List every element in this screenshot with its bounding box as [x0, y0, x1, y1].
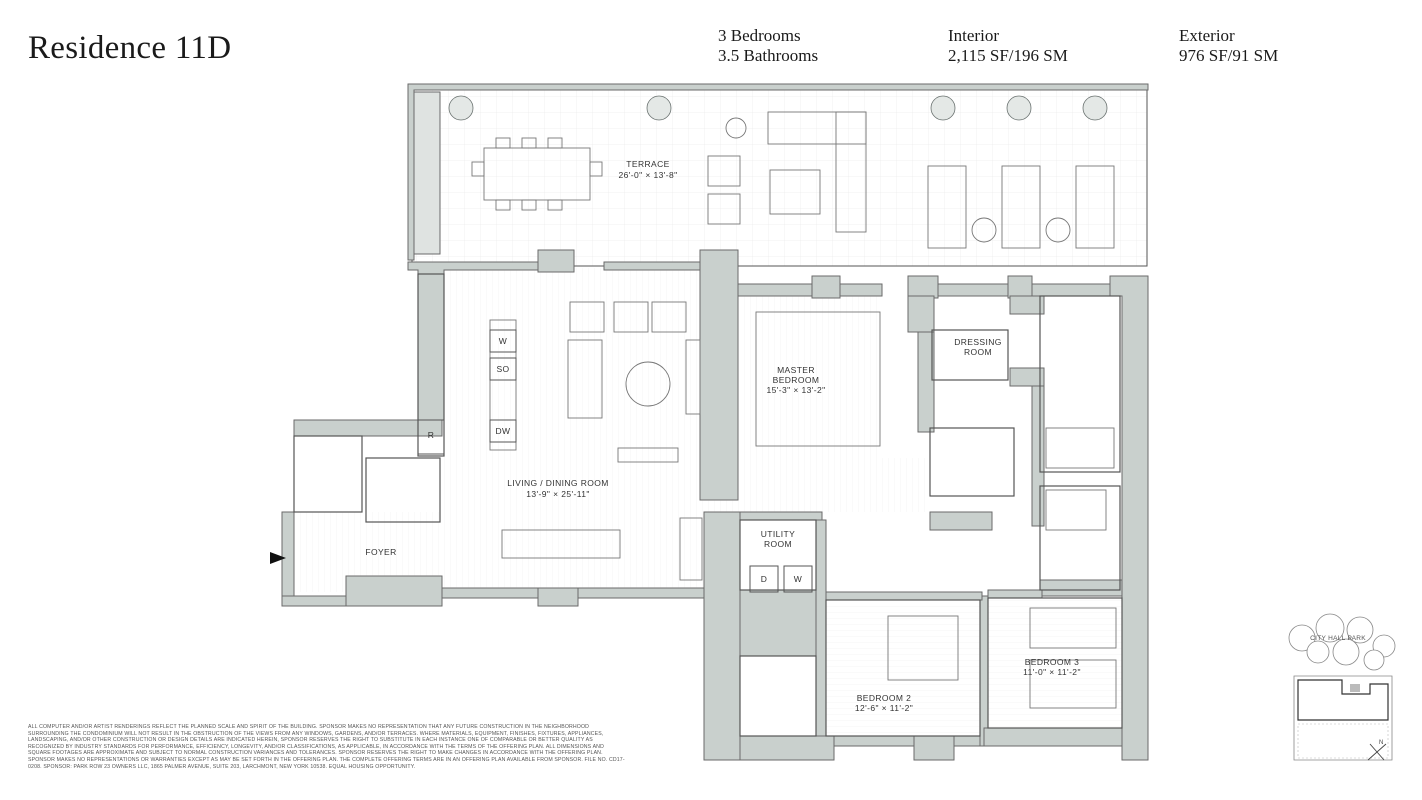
north-label: N: [1379, 740, 1383, 746]
dressing-name-1: DRESSING: [954, 337, 1002, 347]
master-floor: [736, 296, 882, 458]
exterior-label: Exterior: [1179, 26, 1235, 45]
terrace-dims: 26'-0" × 13'-8": [619, 170, 678, 180]
bedroom-furniture: [755, 311, 1117, 709]
master-name-1: MASTER: [777, 365, 815, 375]
master-dims: 15'-3" × 13'-2": [767, 385, 826, 395]
master-name-2: BEDROOM: [773, 375, 820, 385]
entry-arrow-icon: [270, 552, 286, 564]
bedroom2-floor: [822, 596, 982, 736]
bedrooms-count: 3 Bedrooms: [718, 26, 801, 45]
washer2-label: W: [794, 574, 802, 584]
bedroom2-dims: 12'-6" × 11'-2": [855, 703, 913, 713]
park-trees-icon: [1288, 613, 1396, 671]
bedroom3-dims: 11'-0" × 11'-2": [1023, 667, 1081, 677]
oven-label: SO: [496, 364, 509, 374]
exterior-area: 976 SF/91 SM: [1179, 46, 1279, 65]
legal-disclaimer: All computer and/or artist renderings re…: [28, 724, 625, 770]
interior-area: 2,115 SF/196 SM: [948, 46, 1068, 65]
interior-area-block: Interior 2,115 SF/196 SM: [948, 26, 1068, 66]
exterior-area-block: Exterior 976 SF/91 SM: [1179, 26, 1278, 66]
bedroom3-name: BEDROOM 3: [1025, 657, 1080, 667]
north-arrow-icon: [1367, 743, 1387, 761]
dishwasher-label: DW: [496, 426, 511, 436]
terrace-floor: [411, 87, 1148, 267]
key-plan: CITY HALL PARK N: [1288, 613, 1396, 761]
park-label: CITY HALL PARK: [1310, 635, 1366, 642]
interior-label: Interior: [948, 26, 999, 45]
washer-label: W: [499, 336, 507, 346]
room-count: 3 Bedrooms 3.5 Bathrooms: [718, 26, 818, 66]
page-title: Residence 11D: [28, 30, 232, 66]
terrace-furniture: [471, 111, 1115, 249]
hall-floor: [704, 458, 930, 512]
living-name: LIVING / DINING ROOM: [507, 478, 609, 488]
foyer-name: FOYER: [365, 547, 396, 557]
refrigerator-label: R: [428, 430, 435, 440]
terrace-plants: [448, 95, 1108, 121]
living-dims: 13'-9" × 25'-11": [526, 489, 590, 499]
bathrooms-count: 3.5 Bathrooms: [718, 46, 819, 65]
bedroom2-name: BEDROOM 2: [857, 693, 912, 703]
living-floor: [442, 268, 704, 588]
terrace-name: TERRACE: [626, 159, 669, 169]
utility-name-1: UTILITY: [761, 529, 795, 539]
appliances: [417, 329, 813, 593]
bedroom3-floor: [984, 596, 1122, 728]
dressing-name-2: ROOM: [964, 347, 992, 357]
dryer-label: D: [761, 574, 768, 584]
living-furniture: [489, 301, 703, 581]
utility-name-2: ROOM: [764, 539, 792, 549]
